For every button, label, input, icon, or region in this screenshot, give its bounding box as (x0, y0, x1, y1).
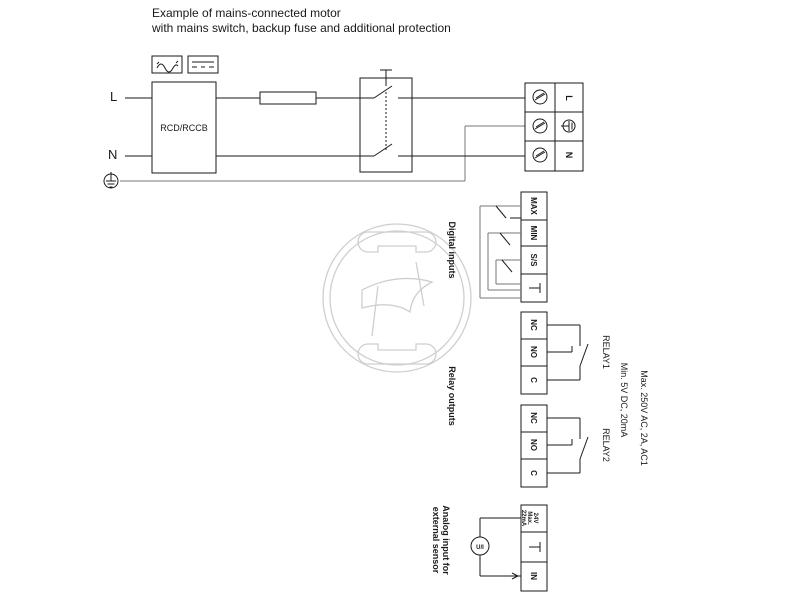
rcd-box (151, 81, 217, 174)
mains-terminal-block: L N (524, 82, 584, 172)
terminal-MIN-label: MIN (529, 226, 538, 241)
rcd-label: RCD/RCCB (160, 123, 208, 133)
digital-inputs-terminal-block: MAX MIN S/S (520, 191, 548, 303)
fuse (259, 91, 317, 105)
earth-icon-terminal (561, 119, 576, 133)
watermark-logo (322, 223, 472, 373)
analog-caption-line2: external sensor (431, 507, 441, 574)
relay2-name: RELAY2 (601, 428, 611, 462)
analog-caption-line1: Analog input for (441, 505, 451, 575)
relay1-terminal-block: NC NO C (520, 311, 548, 395)
digital-input-wiring (479, 205, 521, 299)
relay1-name: RELAY1 (601, 335, 611, 369)
earth-icon-left (103, 172, 119, 189)
relay-rating-line1: Max. 250V AC, 2A, AC1 (639, 370, 649, 466)
mains-switch (359, 69, 413, 173)
relay-rating-line2: Min. 5V DC, 20mA (619, 363, 629, 438)
terminal-SS-label: S/S (529, 254, 538, 268)
title-line2: with mains switch, backup fuse and addit… (151, 21, 451, 35)
sensor-label: U/I (476, 545, 484, 551)
ground-symbol-analog (529, 542, 541, 552)
relay2-C-label: C (529, 470, 538, 476)
terminal-L-label: L (564, 95, 574, 101)
relay1-NC-label: NC (529, 319, 538, 331)
ac-wave-symbol (151, 55, 183, 74)
dc-symbol (187, 55, 219, 74)
relay2-contact (547, 417, 589, 474)
sensor-icon: U/I (470, 536, 490, 556)
analog-IN-label: IN (529, 572, 538, 580)
ground-symbol-digital (529, 283, 541, 293)
terminal-MAX-label: MAX (529, 197, 538, 215)
relay2-terminal-block: NC NO C (520, 404, 548, 488)
label-L: L (110, 89, 117, 104)
relay2-NC-label: NC (529, 412, 538, 424)
relay1-NO-label: NO (529, 346, 538, 358)
analog-header-line2: Max. (526, 511, 532, 525)
title-line1: Example of mains-connected motor (152, 6, 341, 20)
analog-header-line1: 24V (532, 513, 538, 524)
terminal-N-label: N (564, 152, 574, 159)
relay-outputs-caption: Relay outputs (447, 366, 457, 426)
relay2-NO-label: NO (529, 439, 538, 451)
relay1-contact (547, 324, 589, 381)
analog-input-terminal-block: 24V Max. 22mA IN (520, 504, 548, 592)
relay1-C-label: C (529, 377, 538, 383)
label-N: N (108, 147, 117, 162)
digital-inputs-caption: Digital inputs (447, 222, 457, 279)
analog-header-line3: 22mA (520, 510, 526, 527)
